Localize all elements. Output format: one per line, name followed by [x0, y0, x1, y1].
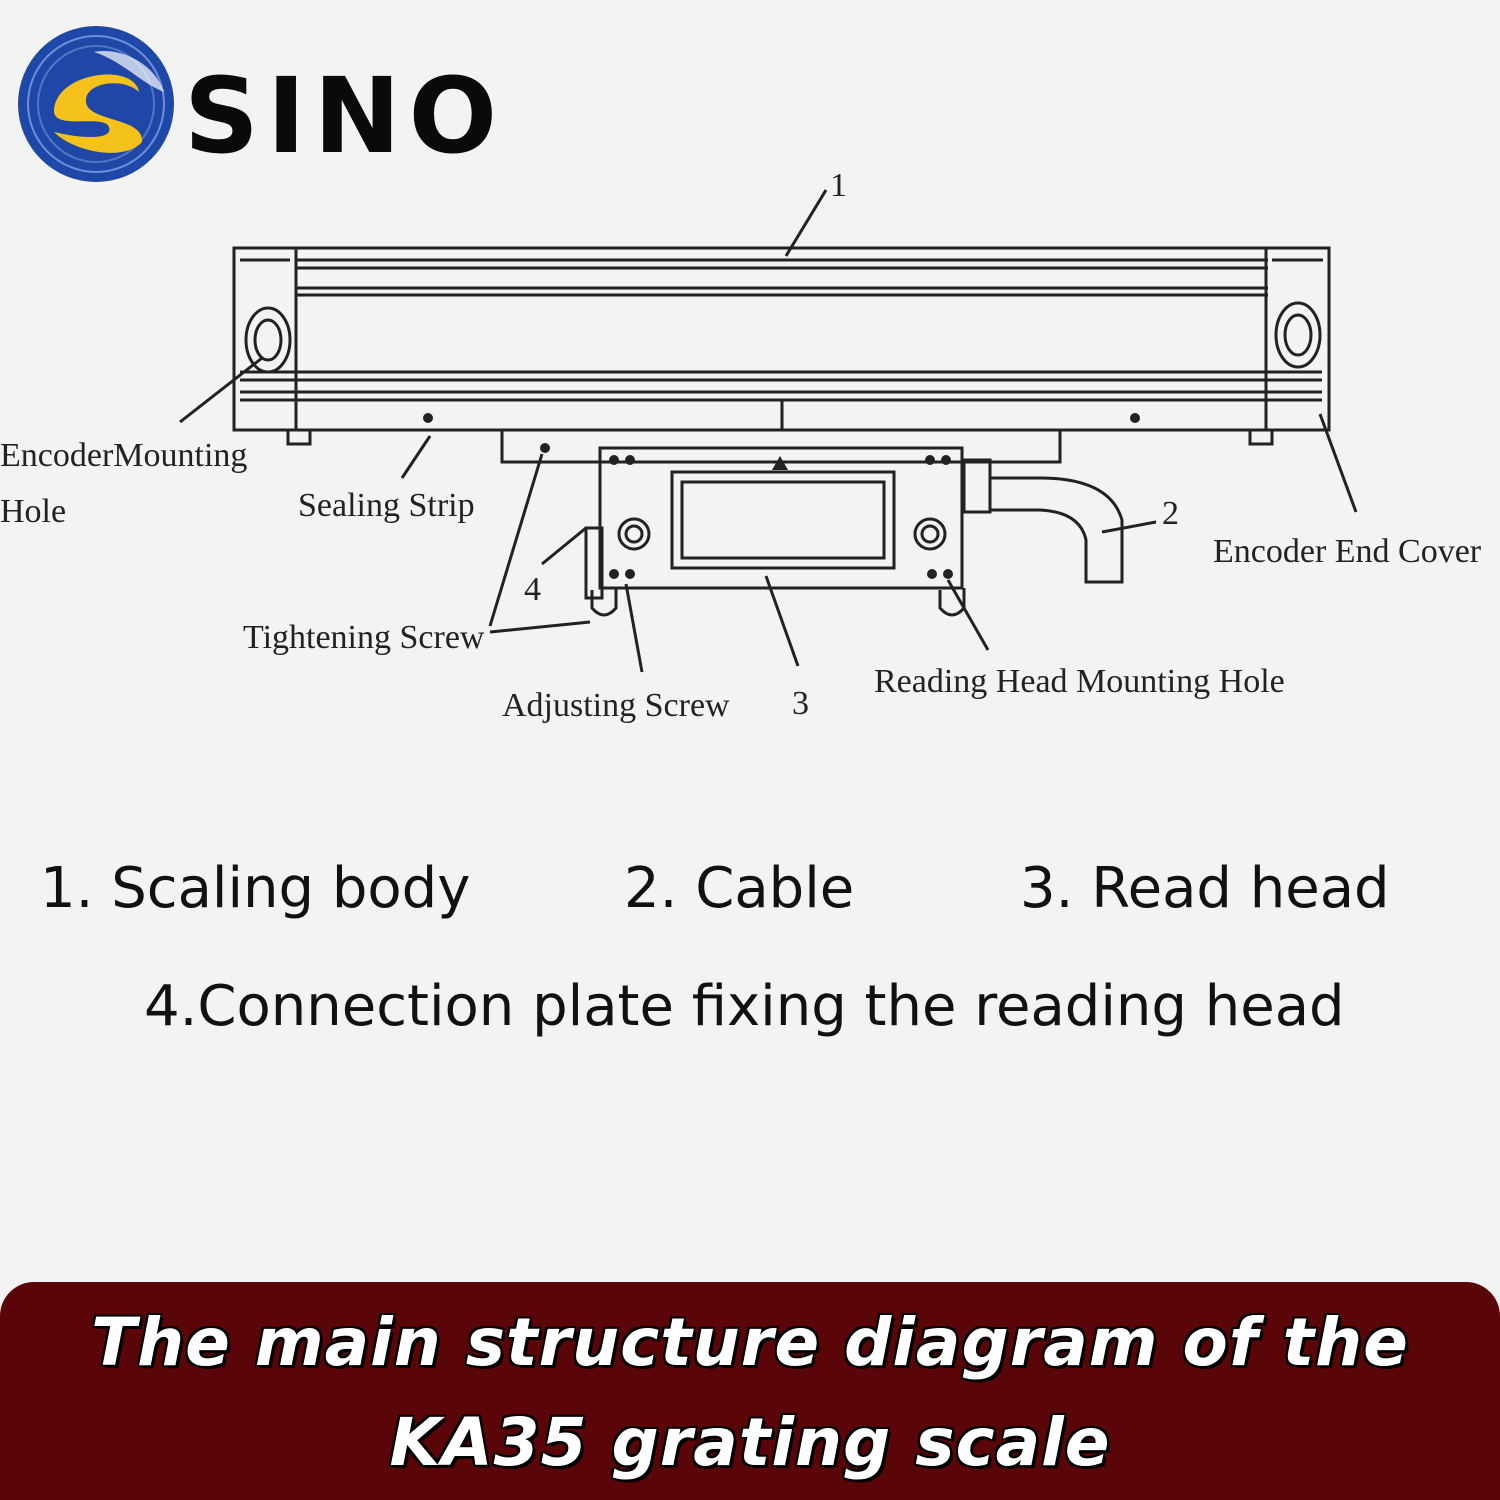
- callout-2: 2: [1162, 495, 1179, 532]
- grating-scale-diagram: 1 2 3 4 EncoderMounting Hole Sealing Str…: [0, 167, 1482, 724]
- label-tightening-screw: Tightening Screw: [243, 619, 485, 656]
- logo-text: SINO: [184, 55, 505, 177]
- label-encoder-end-cover: Encoder End Cover: [1213, 533, 1482, 570]
- cable-path: [990, 476, 1124, 584]
- banner-title-line2: KA35 grating scale: [389, 1404, 1111, 1481]
- label-sealing-strip: Sealing Strip: [298, 487, 475, 524]
- callout-3: 3: [792, 685, 809, 722]
- callout-1: 1: [830, 167, 847, 204]
- left-mounting-hole: [244, 306, 292, 374]
- right-end-cover: [1264, 246, 1331, 432]
- legend-item-3: 3. Read head: [1020, 856, 1390, 921]
- read-head-body: [598, 446, 964, 590]
- label-encoder-mounting-hole-line1: EncoderMounting: [0, 437, 247, 474]
- legend-item-2: 2. Cable: [624, 856, 855, 921]
- label-adjusting-screw: Adjusting Screw: [502, 687, 730, 724]
- legend-item-4: 4.Connection plate fixing the reading he…: [144, 974, 1345, 1039]
- sino-logo: SINO: [18, 26, 505, 182]
- connection-plate: [584, 526, 604, 600]
- right-mounting-hole: [1274, 301, 1322, 369]
- banner-title-line1: The main structure diagram of the: [91, 1304, 1409, 1381]
- label-encoder-mounting-hole-line2: Hole: [0, 493, 66, 530]
- legend-item-1: 1. Scaling body: [40, 856, 471, 921]
- left-end-cover: [232, 246, 298, 432]
- logo-emblem-icon: [18, 26, 174, 182]
- title-banner: The main structure diagram of the KA35 g…: [0, 1282, 1500, 1500]
- read-head-window: [670, 470, 896, 570]
- label-reading-head-mounting-hole: Reading Head Mounting Hole: [874, 663, 1285, 700]
- callout-4: 4: [524, 571, 541, 608]
